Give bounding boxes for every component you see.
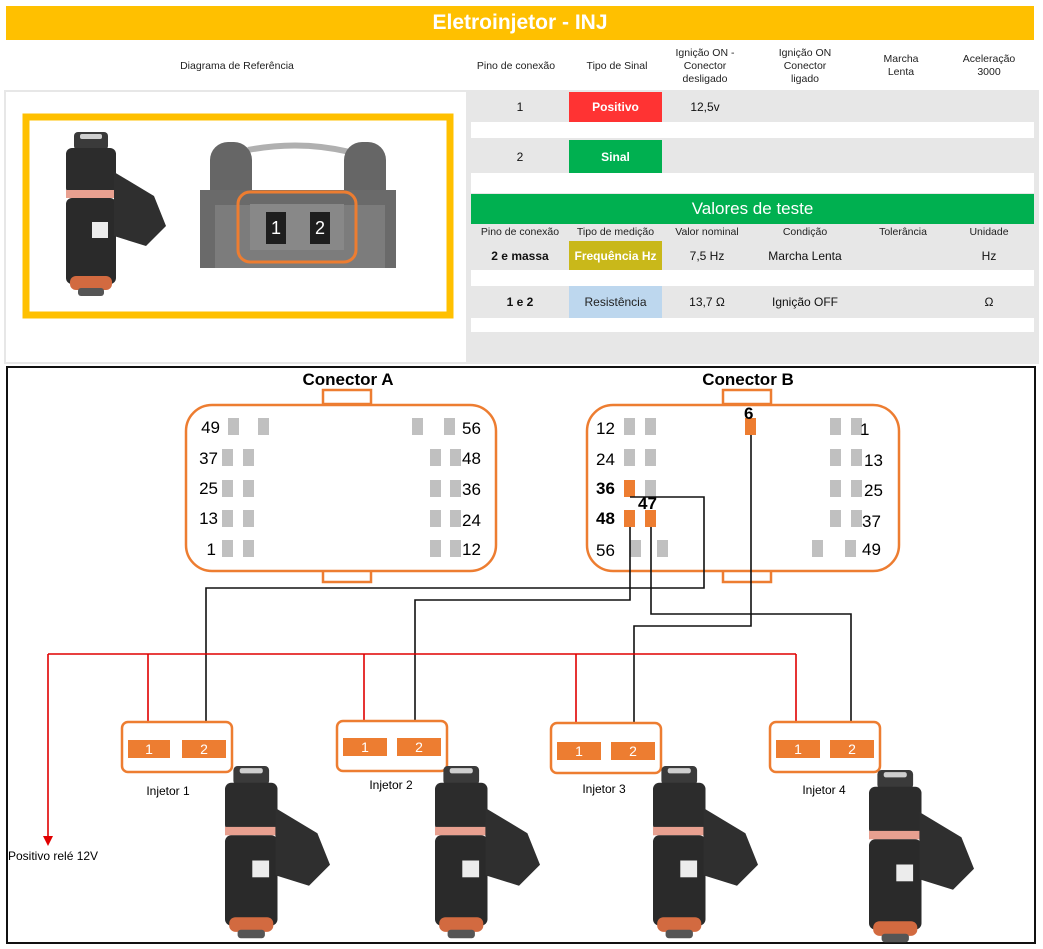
connector-a-pin-label: 37 [199,449,218,468]
injector-image-4 [869,770,974,943]
reference-pin-1: 1 [270,217,281,238]
test-values-title: Valores de teste [471,194,1034,224]
test-unit-2: Ω [984,295,994,309]
injector-image-2 [435,766,540,939]
signal-value-1: 12,5v [690,100,720,114]
injector-4-pin-2: 2 [848,741,856,757]
test-header-nominal: Valor nominal [675,226,739,238]
relay-arrow-icon [43,836,53,846]
test-header-pin: Pino de conexão [480,226,560,238]
connector-b [585,388,901,584]
test-header-tolerance: Tolerância [879,226,927,238]
connector-b-pin-label: 1 [860,420,870,439]
relay-positive-label: Positivo relé 12V [8,849,99,863]
header-accel: Aceleração 3000 [962,53,1016,78]
signal-type-signal: Sinal [569,140,662,173]
row-divider [471,122,1034,138]
header-ign-on: Ignição ON Conector ligado [778,46,832,85]
connector-a-pin-label: 49 [201,418,220,437]
injector-1-label: Injetor 1 [146,784,190,798]
connector-b-pin-label: 25 [864,481,883,500]
header-ign-off: Ignição ON - Conector desligado [675,46,735,85]
connector-b-pin-label: 6 [744,404,754,423]
connector-b-pin-label: 36 [596,479,615,498]
connector-drawing [200,142,396,268]
injector-4-pin-1: 1 [794,741,802,757]
injector-1-pin-1: 1 [145,741,153,757]
connector-a-pin-label: 1 [206,540,216,559]
test-unit-1: Hz [981,248,997,263]
connector-a-pin-label: 13 [199,509,218,528]
test-condition-2: Ignição OFF [771,295,839,309]
signal-pin-1: 1 [516,100,524,114]
connector-b-pin-label: 48 [596,509,615,528]
test-type-resistance: Resistência [569,286,662,318]
signal-pin-2: 2 [516,149,524,164]
header-reference: Diagrama de Referência [180,59,294,72]
connector-a-pin-label: 24 [462,511,481,530]
row-divider [471,173,1034,193]
reference-pin-2: 2 [314,217,325,238]
header-idle: Marcha Lenta [883,53,919,78]
injector-2-pin-2: 2 [415,739,423,755]
injector-3-pin-1: 1 [575,743,583,759]
connector-a-pin-label: 25 [199,479,218,498]
connector-b-title: Conector B [702,370,794,389]
test-nominal-1: 7,5 Hz [689,248,725,263]
injector-2-label: Injetor 2 [369,778,413,792]
test-header-unit: Unidade [969,226,1009,238]
reference-diagram [22,113,454,319]
test-condition-1: Marcha Lenta [768,248,842,263]
injector-2-pin-1: 1 [361,739,369,755]
connector-b-pin-label: 56 [596,541,615,560]
connector-b-pin-label: 12 [596,419,615,438]
header-signal: Tipo de Sinal [586,59,648,72]
wiring-diagram-frame [6,366,1036,944]
test-nominal-2: 13,7 Ω [689,295,725,309]
injector-3-pin-2: 2 [629,743,637,759]
page-title: Eletroinjetor - INJ [6,6,1034,40]
connector-a-title: Conector A [302,370,394,389]
injector-1-pin-2: 2 [200,741,208,757]
connector-a-pin-label: 56 [462,419,481,438]
header-pin: Pino de conexão [476,59,556,72]
test-type-frequency: Frequência Hz [569,241,662,270]
reference-frame [22,113,454,319]
row-divider [471,270,1034,286]
signal-type-positive: Positivo [569,92,662,122]
connector-b-pin-label: 37 [862,512,881,531]
connector-b-pin-label: 24 [596,450,615,469]
connector-a-pin-label: 48 [462,449,481,468]
injector-image-3 [653,766,758,939]
connector-a-pin-label: 12 [462,540,481,559]
signal-wires [205,435,852,742]
row-divider [471,318,1034,332]
injector-3-label: Injetor 3 [582,782,626,796]
connector-a-pin-label: 36 [462,480,481,499]
connector-b-pin-label: 49 [862,540,881,559]
connector-b-pin-label: 13 [864,451,883,470]
test-header-type: Tipo de medição [576,226,655,238]
injector-connectors [120,719,882,775]
test-pin-1: 2 e massa [491,248,549,263]
injector-image-1 [225,766,330,939]
connector-b-pin-label: 47 [638,494,657,513]
injector-4-label: Injetor 4 [802,783,846,797]
test-pin-2: 1 e 2 [506,295,534,309]
test-header-condition: Condição [782,226,828,238]
connector-a [184,388,498,584]
